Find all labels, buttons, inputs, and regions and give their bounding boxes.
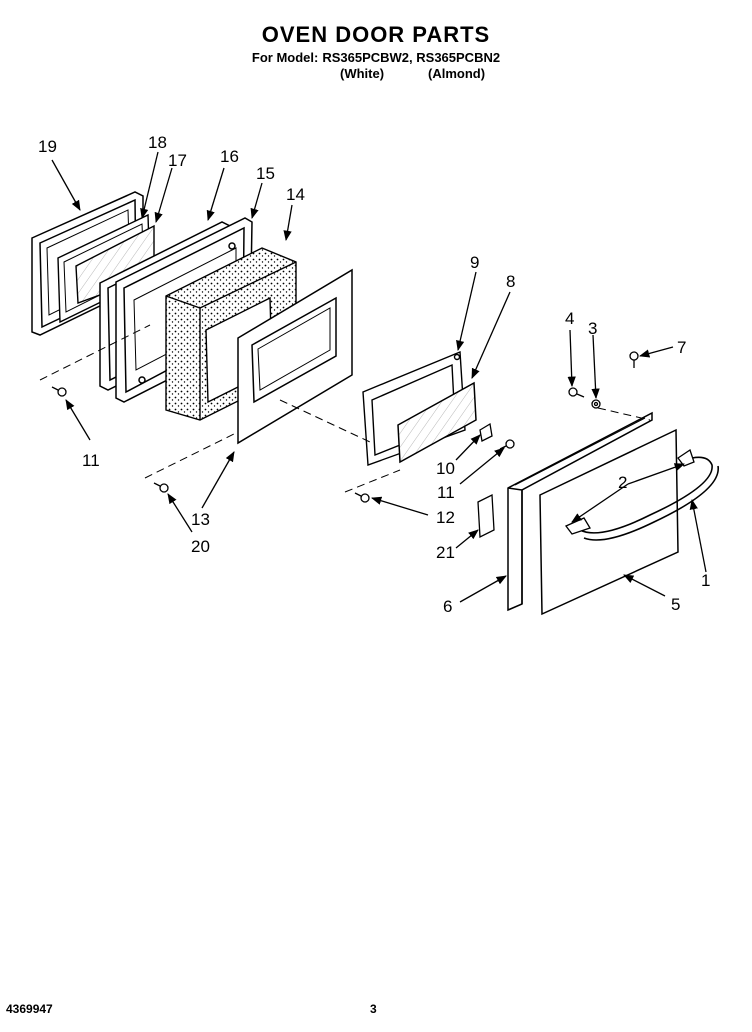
color-almond: (Almond) — [428, 66, 486, 81]
callout-6: 6 — [443, 597, 452, 616]
callout-21: 21 — [436, 543, 455, 562]
callout-2: 2 — [618, 473, 627, 492]
callout-11-right: 11 — [437, 483, 455, 502]
part-number: 4369947 — [6, 1002, 53, 1016]
label-part-21 — [477, 493, 495, 539]
callout-numbers: 19 18 17 16 15 14 9 8 4 3 7 10 11 12 2 1… — [38, 133, 710, 616]
door-frame-part-6 — [507, 411, 653, 612]
page-number: 3 — [370, 1002, 377, 1016]
callout-17: 17 — [168, 151, 187, 170]
screw-part-11-right — [499, 439, 515, 450]
model-line: For Model:RS365PCBW2, RS365PCBN2 — [0, 50, 752, 65]
callout-20: 20 — [191, 537, 210, 556]
screw-part-7 — [629, 351, 639, 368]
screw-part-20 — [153, 482, 169, 493]
callout-15: 15 — [256, 164, 275, 183]
screw-part-11-left — [51, 386, 67, 397]
color-line: (White) (Almond) — [0, 66, 752, 82]
callout-14: 14 — [286, 185, 305, 204]
callout-16: 16 — [220, 147, 239, 166]
callout-1: 1 — [701, 571, 710, 590]
callout-18: 18 — [148, 133, 167, 152]
leader-arrows — [51, 151, 707, 603]
callout-12: 12 — [436, 508, 455, 527]
callout-4: 4 — [565, 309, 574, 328]
fastener-parts — [51, 351, 639, 503]
assembly-lines — [39, 324, 651, 493]
color-white: (White) — [340, 66, 385, 81]
washer-part-3 — [591, 399, 601, 409]
callout-13: 13 — [191, 510, 210, 529]
window-glass-part-8 — [397, 381, 477, 464]
door-handle-part-1 — [579, 456, 719, 541]
callout-7: 7 — [677, 338, 686, 357]
model-label: For Model: — [251, 50, 319, 65]
callout-3: 3 — [588, 319, 597, 338]
inner-panel-part-13 — [237, 268, 353, 445]
callout-8: 8 — [506, 272, 515, 291]
page-title: OVEN DOOR PARTS — [261, 22, 491, 47]
outer-panel-part-5 — [539, 428, 679, 616]
callout-10: 10 — [436, 459, 455, 478]
model-numbers: RS365PCBW2, RS365PCBN2 — [322, 50, 501, 65]
callout-9: 9 — [470, 253, 479, 272]
clip-part-10 — [479, 422, 493, 442]
screw-part-4 — [568, 387, 585, 398]
screw-part-12 — [354, 492, 370, 503]
callout-5: 5 — [671, 595, 680, 614]
callout-19: 19 — [38, 137, 57, 156]
callout-11-left: 11 — [82, 451, 100, 470]
